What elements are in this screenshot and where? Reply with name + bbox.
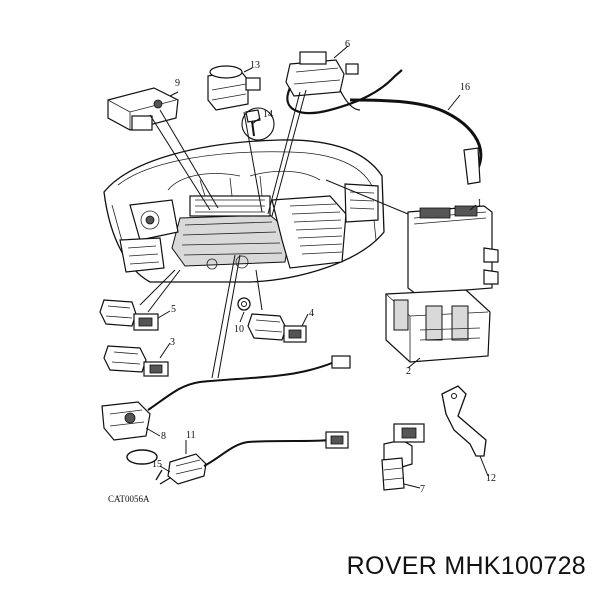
sensor-9 [107,87,179,131]
sensor-11 [155,431,349,485]
callout-9: 9 [175,78,180,89]
callout-1: 1 [477,198,482,209]
washer-10 [237,297,251,311]
callout-12: 12 [486,473,496,484]
callout-5: 5 [171,304,176,315]
callout-labels: 1 2 3 4 5 6 7 8 9 10 11 12 13 14 15 16 C… [108,39,496,504]
callout-7: 7 [420,484,425,495]
leader-lines [139,45,489,489]
callout-8: 8 [161,431,166,442]
callout-11: 11 [186,430,196,441]
callout-16: 16 [460,82,470,93]
catalog-code: CAT0056A [108,494,150,504]
callout-13: 13 [250,60,260,71]
callout-6: 6 [345,39,350,50]
sensor-7 [381,423,425,491]
ecu-module [407,205,499,295]
o-ring [126,449,158,465]
callout-2: 2 [406,366,411,377]
callout-10: 10 [234,324,244,335]
bracket-12 [441,385,487,457]
ht-lead [349,98,483,185]
relay-box [385,289,491,363]
callout-4: 4 [309,308,314,319]
callout-3: 3 [170,337,175,348]
sensor-8 [101,355,351,441]
callout-14: 14 [263,109,273,120]
callout-15: 15 [152,459,162,470]
sensor-3 [103,345,169,377]
engine-bay-illustration [103,139,385,283]
bolt-14 [241,107,275,141]
ignition-coil [285,51,403,115]
valve-13 [207,65,261,111]
sensor-5 [99,299,159,331]
sensor-4 [247,313,307,343]
part-title: ROVER MHK100728 [346,552,586,580]
